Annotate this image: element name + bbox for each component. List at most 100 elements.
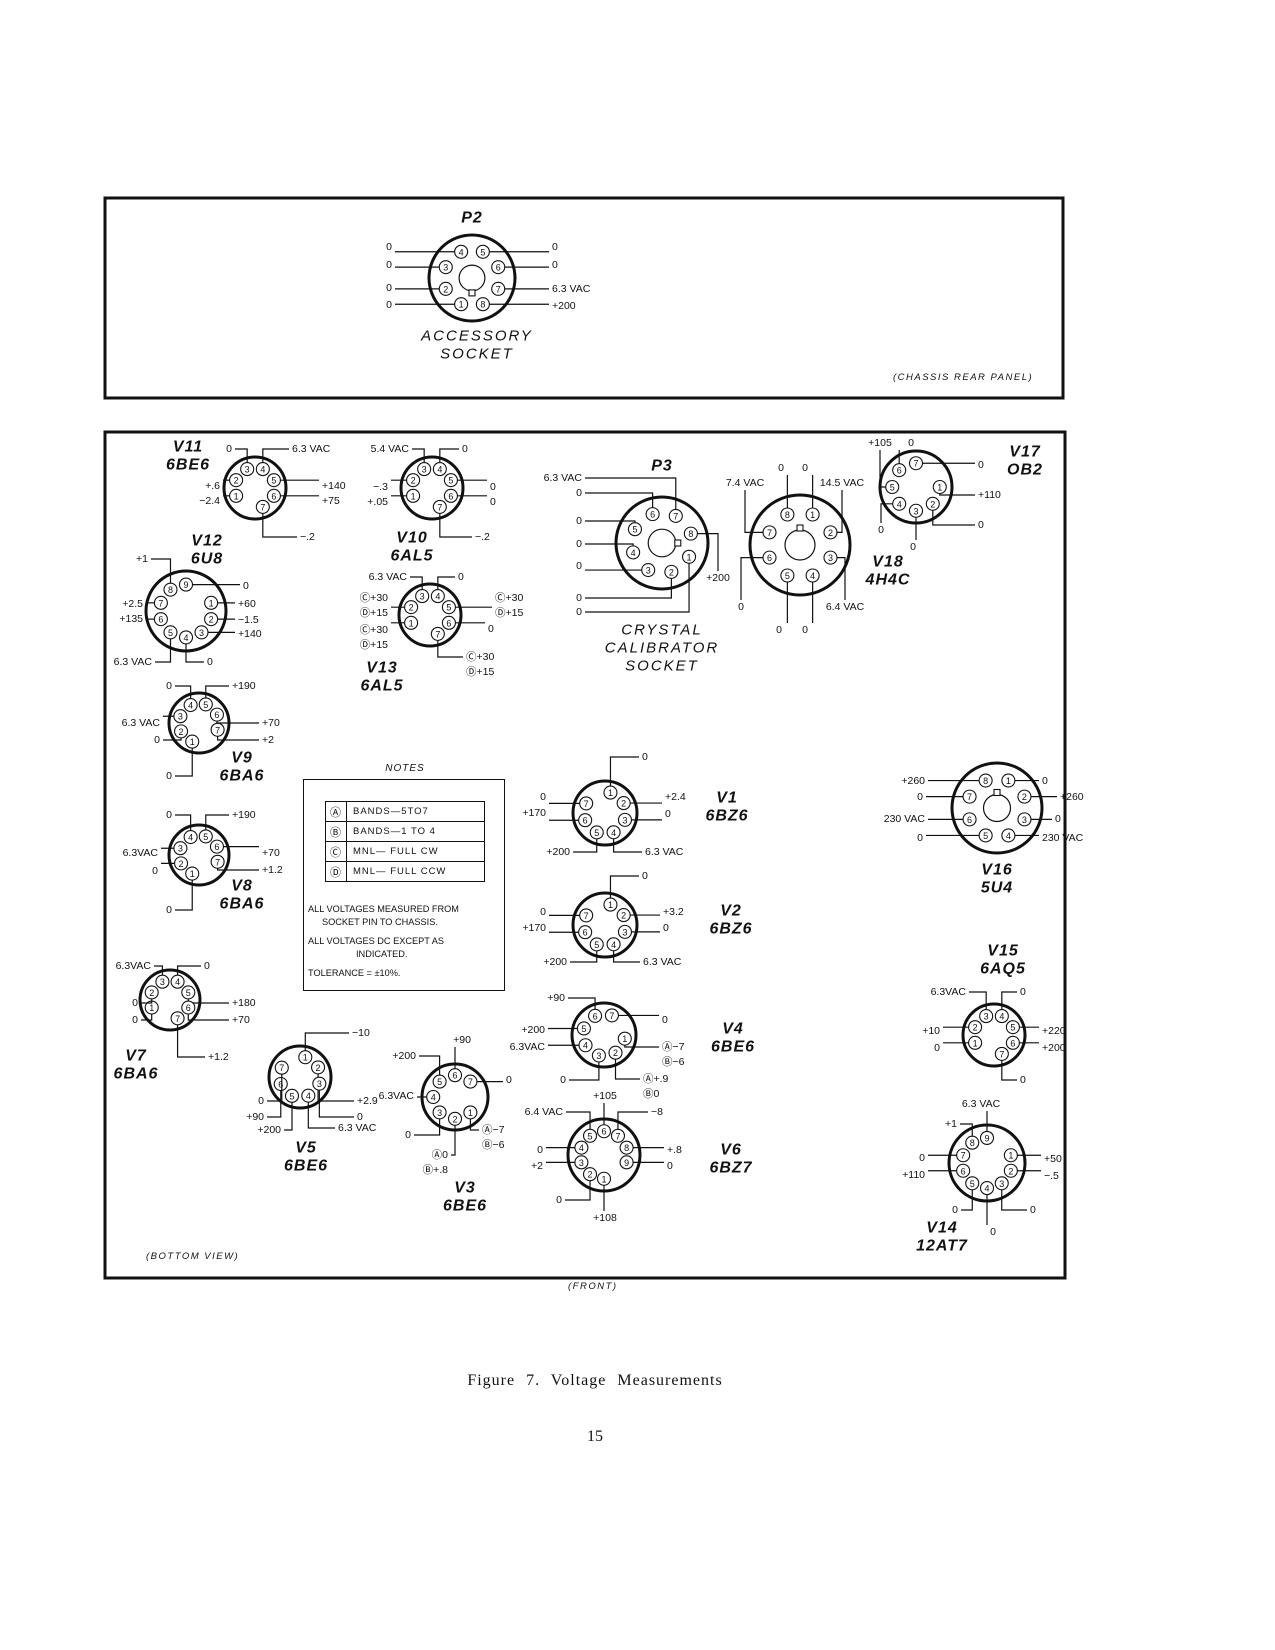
socket-title: V15 bbox=[987, 943, 1019, 960]
pin-voltage-line: 0 bbox=[132, 1014, 138, 1026]
pin-circle bbox=[968, 1035, 983, 1050]
pin-circle bbox=[962, 812, 977, 827]
pin-circle bbox=[617, 812, 633, 827]
keyway-notch bbox=[796, 524, 804, 532]
pin-circle bbox=[780, 568, 795, 583]
pin-circle bbox=[994, 1176, 1009, 1191]
pin-voltage-line: 0 bbox=[662, 1014, 668, 1026]
pin-number: 5 bbox=[983, 831, 988, 841]
pin-voltage: +10 bbox=[922, 1025, 940, 1037]
socket-title: 6BE6 bbox=[711, 1039, 755, 1056]
pin-number: 3 bbox=[178, 844, 183, 854]
pin-voltage: +200 bbox=[543, 956, 567, 968]
pin-number: 6 bbox=[448, 491, 453, 501]
pin-circle bbox=[619, 1140, 634, 1155]
socket-title: V14 bbox=[926, 1220, 957, 1237]
pin-voltage: 0 bbox=[1055, 813, 1061, 825]
pin-circle bbox=[204, 595, 219, 610]
legend-text: MNL— FULL CW bbox=[346, 841, 485, 862]
pin-voltage: +1 bbox=[945, 1118, 957, 1130]
pin-number: 1 bbox=[190, 869, 195, 879]
socket-title: 12AT7 bbox=[916, 1238, 968, 1255]
pin-voltage-line: +190 bbox=[232, 680, 256, 692]
pin-voltage-line: 6.3VAC bbox=[931, 986, 967, 998]
pin-circle bbox=[155, 974, 170, 989]
pin-voltage-line: 5.4 VAC bbox=[371, 443, 410, 455]
pin-number: 1 bbox=[1008, 1151, 1013, 1161]
pin-number: 3 bbox=[596, 1051, 601, 1061]
pin-voltage: +105 bbox=[593, 1090, 617, 1102]
pin-circle bbox=[603, 785, 618, 800]
pin-circle bbox=[1003, 1163, 1018, 1178]
pin-voltage-line: 0 bbox=[917, 791, 923, 803]
leader-line bbox=[585, 571, 672, 599]
pin-circle bbox=[194, 625, 209, 640]
pin-voltage-line: 0 bbox=[166, 809, 172, 821]
rear-panel-frame bbox=[103, 196, 1065, 400]
pin-voltage: +200 bbox=[392, 1050, 416, 1062]
page-number: 15 bbox=[587, 1428, 603, 1445]
pin-voltage: +200 bbox=[1042, 1042, 1066, 1054]
pin-voltage-line: +2.5 bbox=[122, 598, 143, 610]
pin-number: 1 bbox=[1006, 776, 1011, 786]
pin-voltage: +.8 bbox=[667, 1144, 682, 1156]
pin-number: 8 bbox=[970, 1138, 975, 1148]
pin-voltage: +190 bbox=[232, 680, 256, 692]
pin-circle bbox=[1001, 828, 1016, 843]
leader-line bbox=[1001, 1183, 1027, 1211]
pin-circle bbox=[582, 1167, 598, 1182]
leader-line bbox=[932, 503, 975, 526]
pin-voltage: 0 bbox=[458, 571, 464, 583]
pin-number: 7 bbox=[584, 799, 589, 809]
pin-voltage-line: 0 bbox=[642, 870, 648, 882]
leader-line bbox=[419, 1055, 441, 1082]
pin-circle bbox=[454, 244, 469, 259]
pin-voltage: 0 bbox=[166, 680, 172, 692]
pin-circle bbox=[1005, 1035, 1020, 1050]
leader-line bbox=[565, 1174, 591, 1201]
pin-number: 5 bbox=[437, 1077, 442, 1087]
socket-title: P3 bbox=[651, 458, 673, 475]
pin-voltage: 6.4 VAC bbox=[525, 1106, 564, 1118]
pin-voltage: +1.2 bbox=[208, 1051, 229, 1063]
leader-line bbox=[617, 1111, 648, 1136]
pin-voltage-line: −.2 bbox=[475, 531, 490, 543]
pin-voltage-line: 14.5 VAC bbox=[820, 477, 865, 489]
pin-number: 5 bbox=[594, 828, 599, 838]
pin-circle bbox=[185, 734, 200, 749]
pin-voltage: +1.2 bbox=[262, 864, 283, 876]
pin-voltage-line: +2 bbox=[262, 734, 274, 746]
pin-voltage-line: Ⓑ+.8 bbox=[423, 1164, 449, 1176]
pin-voltage: 0 bbox=[258, 1095, 264, 1107]
pin-voltage-line: +200 bbox=[546, 846, 570, 858]
leader-line bbox=[451, 1118, 456, 1156]
pin-circle bbox=[209, 839, 224, 854]
pin-voltage: 0 bbox=[488, 623, 494, 635]
pin-voltage: 6.3 VAC bbox=[544, 472, 583, 484]
pin-circle bbox=[417, 462, 432, 477]
socket-outline bbox=[570, 1001, 638, 1069]
pin-number: 9 bbox=[183, 580, 188, 590]
pin-number: 2 bbox=[179, 727, 184, 737]
pin-voltage-line: +108 bbox=[593, 1212, 617, 1224]
pin-number: 5 bbox=[480, 247, 485, 257]
pin-voltage-line: +140 bbox=[322, 480, 346, 492]
pin-voltage-line: +.8 bbox=[667, 1144, 682, 1156]
pin-circle bbox=[762, 550, 777, 565]
socket-outline bbox=[950, 761, 1044, 855]
pin-circle bbox=[415, 589, 430, 604]
pin-circle bbox=[965, 1135, 980, 1150]
socket-title: V16 bbox=[981, 862, 1012, 879]
pin-circle bbox=[994, 1046, 1009, 1061]
pin-number: 1 bbox=[409, 618, 414, 628]
pin-number: 6 bbox=[593, 1011, 598, 1021]
pin-number: 6 bbox=[1010, 1038, 1015, 1048]
pin-circle bbox=[163, 625, 178, 640]
pin-voltage: 0 bbox=[204, 960, 210, 972]
pin-circle bbox=[229, 488, 244, 503]
leader-line bbox=[566, 1111, 591, 1136]
